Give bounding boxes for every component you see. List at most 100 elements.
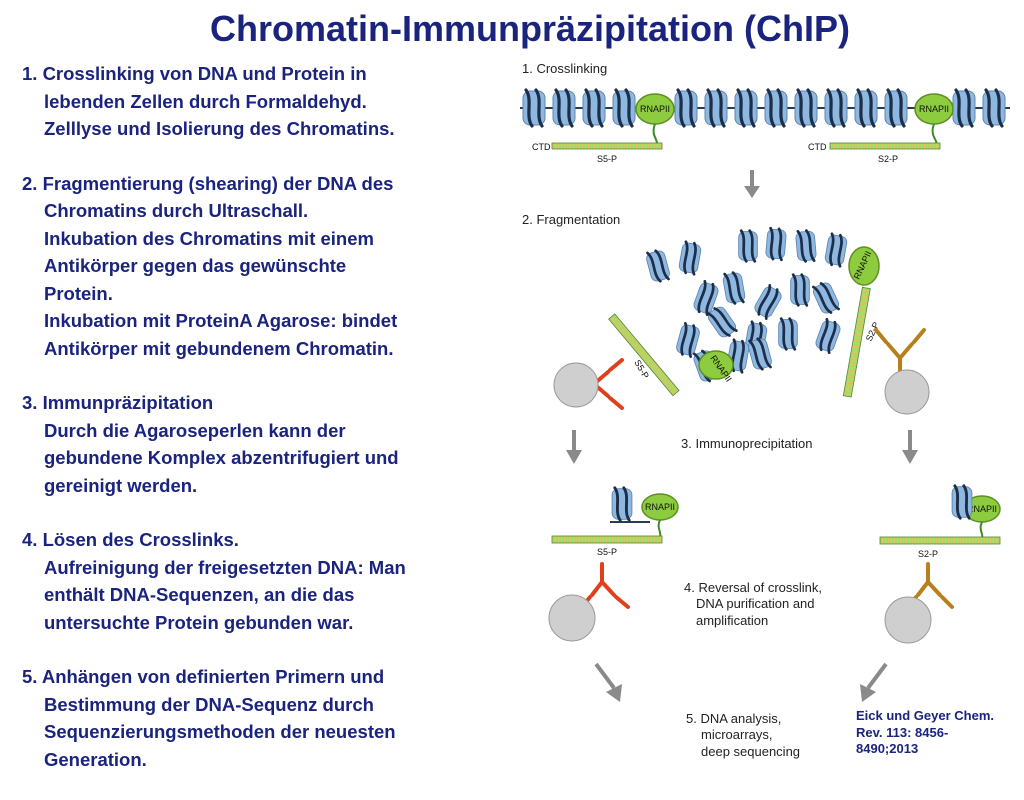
antibody-icon — [874, 328, 926, 384]
step-line: untersuchte Protein gebunden war. — [44, 611, 354, 633]
ctd-tail — [829, 142, 941, 150]
step-line: Antikörper mit gebundenem Chromatin. — [44, 337, 394, 359]
nucleosome-icon — [812, 282, 840, 314]
s2p-label: S2-P — [878, 154, 898, 164]
nucleosome-icon — [693, 279, 719, 317]
agarose-bead — [884, 369, 930, 415]
stage-5-label: 5. DNA analysis, — [686, 711, 781, 726]
nucleosome-icon — [824, 88, 848, 128]
step-5: 5. Anhängen von definierten Primern und … — [22, 663, 502, 773]
s2p-label: S2-P — [918, 549, 938, 559]
stage-5-label: deep sequencing — [701, 744, 800, 759]
arrow-down-icon — [902, 430, 918, 464]
nucleosome-icon — [738, 229, 758, 263]
rnapii-label: RNAPII — [967, 504, 997, 514]
step-line: Bestimmung der DNA-Sequenz durch — [44, 693, 374, 715]
nucleosome-icon — [734, 88, 758, 128]
ctd-label: CTD — [532, 142, 551, 152]
page-title: Chromatin-Immunpräzipitation (ChIP) — [210, 8, 850, 49]
nucleosome-icon — [676, 322, 700, 358]
arrow-diagonal-icon — [860, 662, 888, 702]
nucleosome-icon — [952, 88, 976, 128]
nucleosome-icon — [754, 283, 782, 321]
antibody-icon — [906, 562, 954, 609]
step-line: Zelllyse und Isolierung des Chromatins. — [44, 118, 395, 139]
step-line: gereinigt werden. — [44, 474, 198, 496]
rnapii-label: RNAPII — [919, 104, 949, 114]
citation-line: Eick und Geyer Chem. — [856, 708, 994, 723]
stage-5-label: microarrays, — [701, 727, 773, 742]
step-line: Sequenzierungsmethoden der neuesten — [44, 721, 396, 742]
nucleosome-icon — [824, 232, 848, 268]
stage-3-label: 3. Immunoprecipitation — [681, 436, 813, 451]
step-line: Durch die Agaroseperlen kann der — [44, 419, 346, 441]
arrow-down-icon — [744, 170, 760, 198]
nucleosome-icon — [552, 88, 576, 128]
nucleosome-icon — [778, 317, 798, 351]
nucleosome-icon — [611, 486, 633, 522]
nucleosome-icon — [790, 273, 810, 307]
ctd-tail — [879, 536, 1001, 545]
nucleosome-icon — [884, 88, 908, 128]
step-line: Aufreinigung der freigesetzten DNA: Man — [44, 556, 406, 578]
step-line: 5. Anhängen von definierten Primern und — [22, 666, 385, 687]
step-line: Inkubation mit ProteinA Agarose: bindet — [44, 310, 398, 331]
stage-1-label: 1. Crosslinking — [522, 61, 607, 76]
citation-line: Rev. 113: 8456- — [856, 724, 949, 740]
nucleosome-icon — [678, 240, 702, 276]
agarose-bead — [548, 594, 596, 642]
step-line: Generation. — [44, 748, 147, 770]
ctd-tail — [551, 142, 663, 150]
step-line: gebundene Komplex abzentrifugiert und — [44, 447, 399, 468]
nucleosome-icon — [982, 88, 1006, 128]
rnapii-icon: RNAPII — [848, 246, 880, 286]
nucleosome-icon — [582, 88, 606, 128]
rnapii-icon: RNAPII — [635, 93, 675, 125]
ctd-label: CTD — [808, 142, 827, 152]
chromatin-fiber: RNAPII RNAPII CTD CTD S5-P S2-P — [520, 88, 1010, 164]
step-2: 2. Fragmentierung (shearing) der DNA des… — [22, 170, 502, 363]
nucleosome-icon — [951, 484, 973, 520]
nucleosome-icon — [674, 88, 698, 128]
precipitated-complex-s2p: RNAPII S2-P — [879, 484, 1001, 644]
fragmented-nucleosomes — [646, 226, 848, 383]
step-3: 3. Immunpräzipitation Durch die Agarosep… — [22, 389, 502, 499]
rnapii-label: RNAPII — [640, 104, 670, 114]
step-line: 4. Lösen des Crosslinks. — [22, 529, 239, 550]
arrow-diagonal-icon — [594, 662, 622, 702]
nucleosome-icon — [522, 88, 546, 128]
rnapii-icon: RNAPII — [698, 350, 734, 384]
citation-line: 8490;2013 — [856, 741, 919, 756]
s5p-label: S5-P — [597, 547, 617, 557]
step-line: Inkubation des Chromatins mit einem — [44, 227, 374, 249]
fragment-s2p: RNAPII S2-P — [842, 246, 881, 398]
agarose-bead — [884, 596, 932, 644]
nucleosome-icon — [612, 88, 636, 128]
s5p-label: S5-P — [597, 154, 617, 164]
nucleosome-icon — [854, 88, 878, 128]
steps-list: 1. Crosslinking von DNA und Protein in l… — [22, 60, 502, 800]
step-line: Antikörper gegen das gewünschte — [44, 255, 347, 276]
step-line: lebenden Zellen durch Formaldehyd. — [44, 90, 367, 112]
nucleosome-icon — [795, 229, 817, 263]
nucleosome-icon — [748, 337, 772, 371]
rnapii-icon: RNAPII — [914, 93, 954, 125]
antibody-icon — [580, 562, 630, 609]
step-line: Chromatins durch Ultraschall. — [44, 200, 309, 221]
nucleosome-icon — [794, 88, 818, 128]
step-line: 1. Crosslinking von DNA und Protein in — [22, 63, 367, 84]
agarose-bead — [553, 362, 599, 408]
stage-2-label: 2. Fragmentation — [522, 212, 620, 227]
nucleosome-icon — [706, 306, 738, 338]
precipitated-complex-s5p: RNAPII S5-P — [548, 486, 679, 642]
step-line: 3. Immunpräzipitation — [22, 392, 214, 413]
stage-4-label: 4. Reversal of crosslink, — [684, 580, 822, 595]
step-1: 1. Crosslinking von DNA und Protein in l… — [22, 60, 502, 143]
arrow-down-icon — [566, 430, 582, 464]
nucleosome-icon — [765, 226, 787, 262]
ctd-tail — [551, 535, 663, 544]
citation: Eick und Geyer Chem. Rev. 113: 8456- 849… — [856, 708, 1024, 758]
step-line: Protein. — [44, 282, 113, 304]
chip-diagram: 1. Crosslinking RNAPII RNAPII CTD CTD S5… — [520, 61, 1010, 759]
nucleosome-icon — [646, 249, 670, 283]
